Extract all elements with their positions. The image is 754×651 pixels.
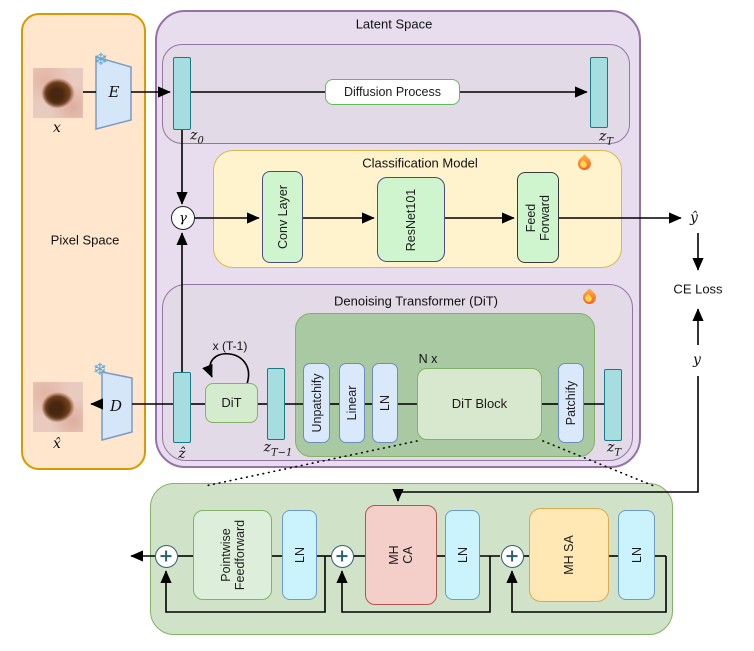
unpatchify-block: Unpatchify	[303, 363, 330, 443]
input-image	[33, 68, 83, 118]
add-node	[500, 544, 524, 568]
add-node	[330, 544, 354, 568]
linear-block: Linear	[339, 363, 365, 443]
ln-block: LN	[372, 363, 398, 443]
z-hat-label: ẑ	[178, 446, 186, 462]
pixel-space-title: Pixel Space	[50, 232, 120, 248]
loop-count-label: x (T-1)	[212, 339, 248, 353]
skip-2	[336, 556, 491, 613]
zT1-latent-bar	[267, 368, 285, 440]
y-label: y	[693, 352, 701, 368]
n-x-label: N x	[418, 352, 438, 366]
encoder-trapezoid	[95, 56, 132, 130]
resnet101-block: ResNet101	[377, 177, 445, 262]
zT-top-latent-bar	[590, 57, 608, 128]
latent-space-title: Latent Space	[355, 16, 433, 32]
zT-bottom-label: zT	[606, 439, 622, 459]
classification-title: Classification Model	[362, 155, 478, 171]
zT1-label: zT−1	[263, 439, 293, 459]
mh-cross-attention-block: MH CA	[365, 505, 437, 605]
gamma-symbol: γ	[179, 210, 187, 226]
ce-loss-label: CE Loss	[673, 281, 723, 297]
gamma-node: γ	[171, 206, 195, 230]
x-hat-label: x̂	[53, 436, 61, 452]
decoder-trapezoid	[101, 371, 133, 441]
ln-block: LN	[282, 510, 317, 600]
dotted-expand-right	[542, 440, 655, 487]
add-node	[154, 544, 178, 568]
mh-self-attention-block: MH SA	[529, 508, 609, 602]
z-hat-latent-bar	[173, 372, 191, 443]
dit-title: Denoising Transformer (DiT)	[334, 293, 498, 309]
snowflake-icon: ❄	[92, 360, 108, 380]
ln-block: LN	[445, 510, 480, 600]
z0-latent-bar	[173, 57, 191, 130]
patchify-block: Patchify	[558, 363, 584, 443]
diffusion-process-block: Diffusion Process	[325, 79, 460, 105]
skip-1	[160, 556, 326, 613]
y-hat-label: ŷ	[690, 210, 698, 226]
dotted-expand-left	[204, 440, 418, 487]
z0-label: z0	[190, 127, 204, 147]
wire-y-to-mhca	[392, 376, 699, 502]
zT-top-label: zT	[598, 128, 614, 148]
pointwise-feedforward-block: Pointwise Feedforward	[193, 510, 272, 600]
dit-block: DiT Block	[417, 368, 542, 440]
decoder-label: D	[109, 397, 123, 415]
conv-layer-block: Conv Layer	[262, 171, 303, 263]
zT-bottom-latent-bar	[604, 369, 622, 441]
snowflake-icon: ❄	[93, 50, 109, 70]
dit-iter-block: DiT	[205, 383, 258, 423]
x-label: x	[53, 120, 61, 136]
wire-dit-self-loop	[202, 353, 250, 385]
feed-forward-block: Feed Forward	[517, 172, 559, 263]
reconstructed-image	[33, 382, 83, 432]
skip-3	[506, 556, 667, 613]
encoder-label: E	[108, 83, 120, 101]
ln-block: LN	[618, 510, 655, 600]
